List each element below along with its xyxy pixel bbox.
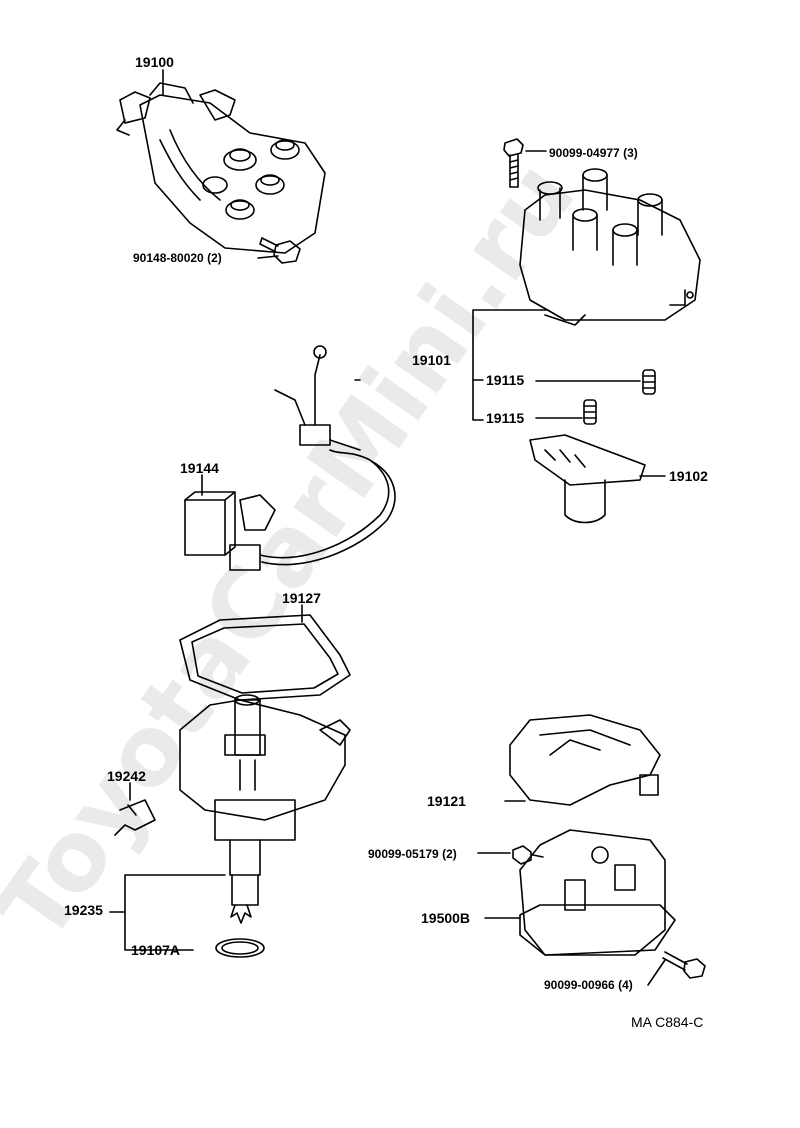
label-19235: 19235 (64, 902, 103, 918)
cover-19121-drawing (509, 714, 661, 806)
distributor-housing-drawing (179, 694, 351, 924)
label-19102: 19102 (669, 468, 708, 484)
o-ring-inner (221, 941, 259, 955)
label-90099-00966: 90099-00966 (4) (544, 978, 633, 992)
label-19144: 19144 (180, 460, 219, 476)
label-19127: 19127 (282, 590, 321, 606)
label-90099-05179: 90099-05179 (2) (368, 847, 457, 861)
leader-19235-bracket (109, 874, 226, 951)
rotor-drawing (529, 434, 646, 524)
leader-19101-bracket (472, 309, 549, 421)
spring-19115-a-drawing (642, 369, 656, 395)
clip-19242-drawing (114, 799, 156, 836)
label-19115-a: 19115 (486, 372, 525, 388)
label-19121: 19121 (427, 793, 466, 809)
distributor-assembly-drawing (116, 82, 326, 254)
diagram-code: MA C884-C (631, 1014, 704, 1030)
leader-90099-00966 (647, 959, 666, 986)
distributor-cap-drawing (519, 168, 701, 326)
label-19115-b: 19115 (486, 410, 525, 426)
housing-19500B-drawing (519, 829, 676, 956)
screw-90099-04977-drawing (503, 138, 524, 188)
label-90148-80020: 90148-80020 (2) (133, 251, 222, 265)
label-90099-04977: 90099-04977 (3) (549, 146, 638, 160)
label-19107A: 19107A (131, 942, 181, 958)
harness-module-drawing (184, 345, 396, 571)
leader-90148 (257, 255, 279, 259)
spring-19115-b-drawing (583, 399, 597, 425)
label-19101: 19101 (412, 352, 451, 368)
o-ring-drawing (215, 938, 265, 958)
bolt-90099-00966-drawing (662, 951, 706, 979)
label-19500B: 19500B (421, 910, 471, 926)
bolt-90148-drawing (259, 237, 301, 264)
label-19242: 19242 (107, 768, 146, 784)
label-19100: 19100 (135, 54, 174, 70)
nut-90099-05179-drawing (512, 845, 544, 865)
gasket-drawing (179, 614, 351, 701)
